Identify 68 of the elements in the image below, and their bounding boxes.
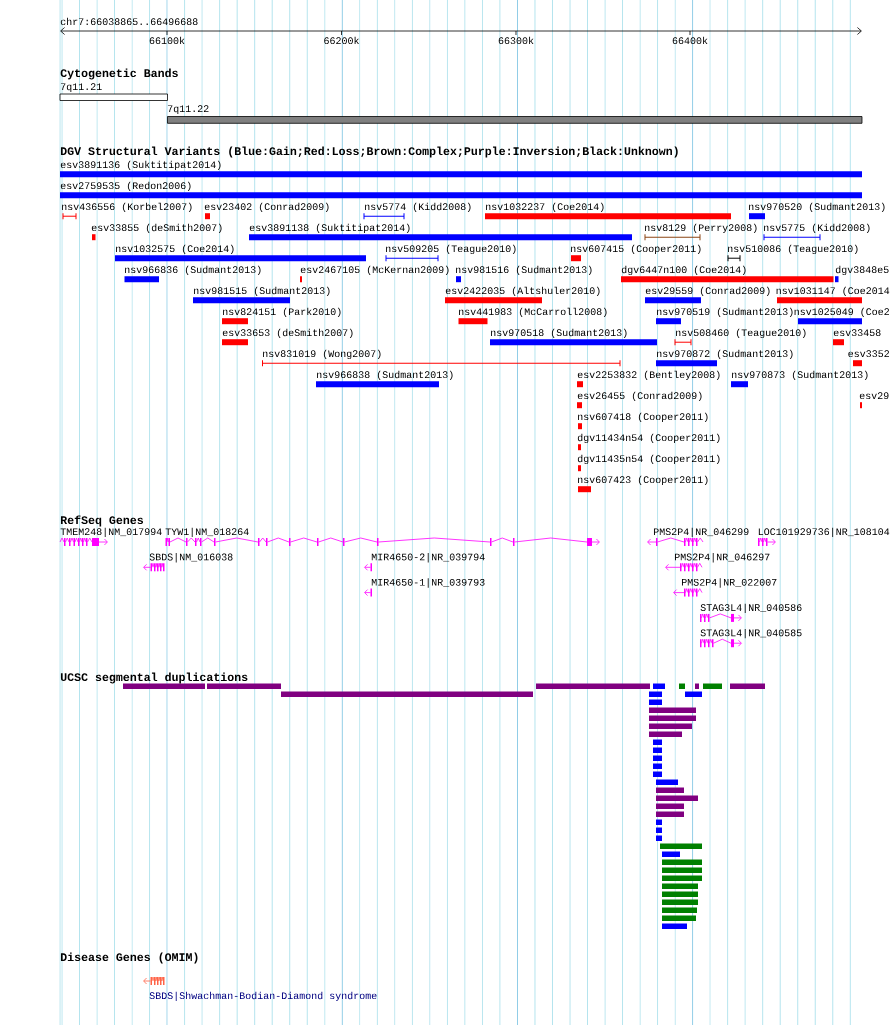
variant-label: dgv3848e5	[835, 265, 889, 276]
track-heading: RefSeq Genes	[61, 515, 143, 527]
variant-label: dgv11434n54 (Cooper2011)	[577, 433, 720, 444]
gene-label: STAG3L4|NR_040586	[700, 603, 802, 613]
variant-label: nsv607418 (Cooper2011)	[578, 412, 708, 423]
variant-label: esv29559 (Conrad2009)	[645, 286, 770, 297]
band-label: 7q11.21	[60, 83, 102, 93]
track-heading: Cytogenetic Bands	[60, 68, 178, 80]
variant-label: nsv510086 (Teague2010)	[728, 244, 858, 255]
variant-label: dgv11435n54 (Cooper2011)	[577, 454, 720, 465]
gene-label: MIR4650-2|NR_039794	[371, 553, 485, 563]
variant-label: nsv8129 (Perry2008)	[645, 223, 757, 234]
variant-label: esv3891136 (Suktitipat2014)	[60, 160, 221, 171]
variant-label: nsv607415 (Cooper2011)	[571, 244, 701, 255]
variant-label: nsv436556 (Korbel2007)	[62, 202, 192, 213]
tick-label: 66200k	[324, 36, 359, 45]
variant-label: nsv970520 (Sudmant2013)	[749, 202, 885, 213]
variant-label: nsv831019 (Wong2007)	[263, 349, 381, 360]
tick-label: 66400k	[672, 36, 708, 45]
variant-label: esv26455 (Conrad2009)	[577, 391, 702, 402]
variant-label: nsv509205 (Teague2010)	[386, 244, 516, 255]
variant-label: esv3352	[848, 350, 889, 358]
variant-label: nsv1031147 (Coe2014	[776, 286, 890, 297]
gene-label: MIR4650-1|NR_039793	[371, 578, 485, 588]
gene-label: PMS2P4|NR_022007	[682, 578, 777, 588]
gene-label: TYW1|NM_018264	[165, 527, 249, 538]
variant-label: esv23402 (Conrad2009)	[204, 202, 329, 213]
variant-label: esv3891138 (Suktitipat2014)	[249, 223, 410, 234]
variant-label: nsv966838 (Sudmant2013)	[317, 370, 453, 381]
track-heading: UCSC segmental duplications	[60, 672, 248, 684]
variant-label: esv2253832 (Bentley2008)	[577, 370, 720, 381]
variant-label: esv2422035 (Altshuler2010)	[445, 286, 600, 297]
variant-label: nsv970873 (Sudmant2013)	[732, 370, 868, 381]
variant-label: nsv1025049 (Coe2	[794, 307, 889, 318]
variant-label: esv33653 (deSmith2007)	[222, 328, 353, 339]
variant-label: nsv970519 (Sudmant2013)	[657, 307, 793, 318]
variant-label: nsv5775 (Kidd2008)	[764, 223, 870, 234]
tick-label: 66100k	[149, 36, 185, 45]
gene-label: SBDS|NM_016038	[149, 553, 233, 563]
track-heading: Disease Genes (OMIM)	[60, 952, 198, 964]
tick-label: 66300k	[498, 36, 534, 45]
band-label: 7q11.22	[167, 105, 209, 115]
variant-label: nsv970518 (Sudmant2013)	[491, 328, 627, 339]
variant-label: nsv5774 (Kidd2008)	[365, 202, 471, 213]
variant-label: nsv441983 (McCarroll2008)	[459, 307, 607, 318]
variant-label: nsv824151 (Park2010)	[223, 307, 341, 318]
variant-label: nsv970872 (Sudmant2013)	[657, 349, 793, 360]
variant-label: nsv1032575 (Coe2014)	[116, 244, 234, 255]
variant-label: esv2467105 (McKernan2009)	[300, 265, 449, 276]
gene-label: LOC101929736|NR_108104	[758, 527, 890, 538]
disease-label: SBDS|Shwachman-Bodian-Diamond syndrome	[149, 991, 377, 1002]
variant-label: nsv508460 (Teague2010)	[676, 328, 806, 339]
variant-label: nsv981516 (Sudmant2013)	[456, 265, 592, 276]
gene-label: TMEM248|NM_017994	[60, 527, 162, 538]
variant-label: dgv6447n100 (Coe2014)	[621, 265, 746, 276]
variant-label: esv2759535 (Redon2006)	[60, 181, 191, 192]
track-heading: DGV Structural Variants (Blue:Gain;Red:Loss;Brown:Complex;Purple:Inversion;Black:Unknown)	[60, 146, 678, 158]
gene-label: STAG3L4|NR_040585	[700, 628, 802, 639]
variant-label: esv33855 (deSmith2007)	[91, 223, 222, 234]
variant-label: nsv607423 (Cooper2011)	[578, 475, 708, 486]
variant-label: esv33458	[833, 329, 881, 337]
variant-label: nsv1032237 (Coe2014)	[486, 202, 604, 213]
gene-label: PMS2P4|NR_046297	[675, 553, 770, 563]
variant-label: nsv966836 (Sudmant2013)	[125, 265, 261, 276]
variant-label: nsv981515 (Sudmant2013)	[194, 286, 330, 297]
variant-label: esv29	[859, 392, 889, 400]
coordinate-label: chr7:66038865..66496688	[60, 17, 198, 26]
gene-label: PMS2P4|NR_046299	[654, 527, 749, 538]
